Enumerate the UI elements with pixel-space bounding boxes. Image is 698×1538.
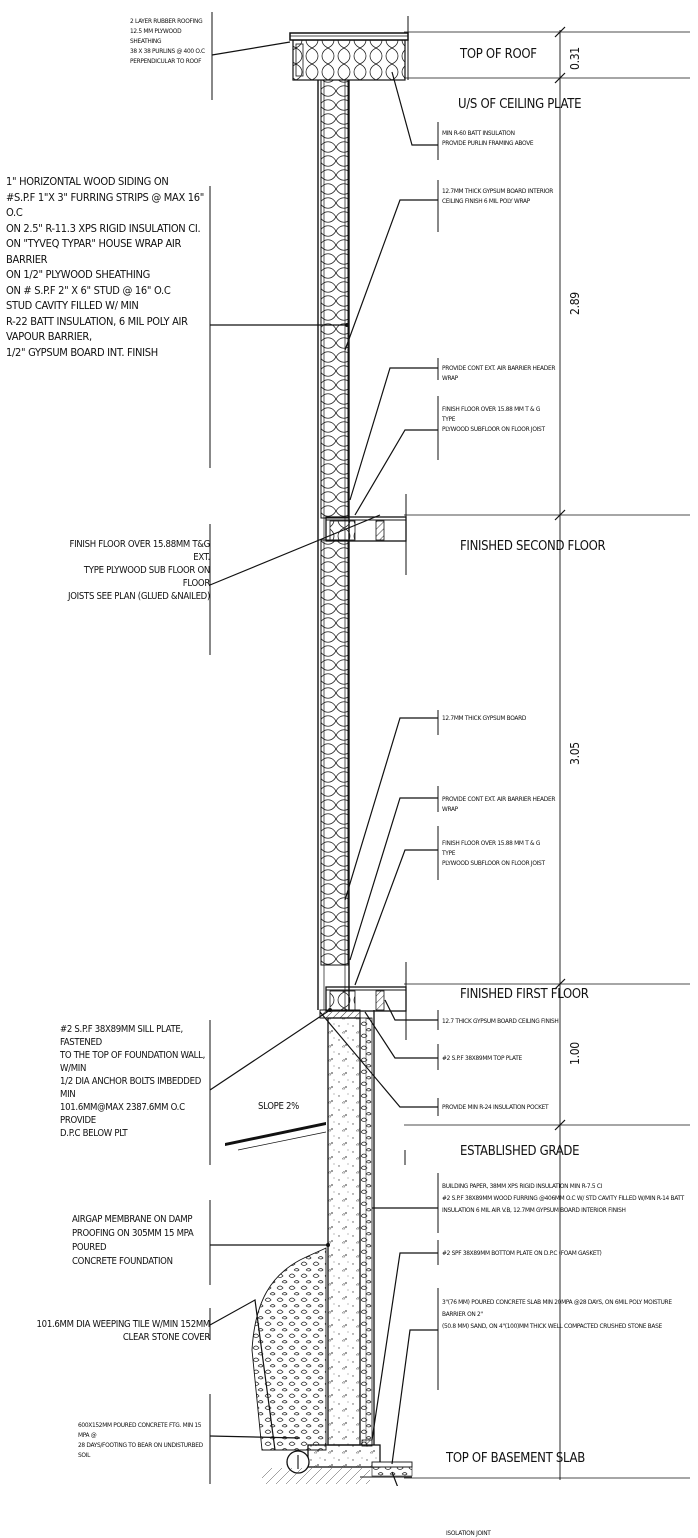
isolation-joint-note: ISOLATION JOINT [446, 1529, 491, 1537]
level-first-floor: FINISHED FIRST FLOOR [460, 987, 589, 1002]
insulation-pocket-note: PROVIDE MIN R-24 INSULATION POCKET [442, 1103, 549, 1111]
wall-assembly-note: 1" HORIZONTAL WOOD SIDING ON #S.P.F 1"X … [6, 175, 205, 359]
dimension-line [404, 26, 690, 1480]
grade-and-drainage [225, 1122, 406, 1484]
roof-note: 2 LAYER RUBBER ROOFING 12.5 MM PLYWOOD S… [130, 17, 205, 65]
ceiling-gypsum-note: 12.7mm THICK GYPSUM BOARD INTERIOR CEILI… [442, 187, 554, 205]
leader-lines [209, 41, 438, 1486]
wall-section-drawing [209, 12, 690, 1486]
top-plate-note: #2 S.P.F 38x89mm TOP PLATE [442, 1054, 522, 1062]
ceiling-insulation-note: MIN R-60 BATT INSULATION PROVIDE PURLIN … [442, 129, 534, 147]
airgap-note: AIRGAP MEMBRANE ON DAMP PROOFING ON 305m… [72, 1214, 194, 1267]
dimension-second-storey: 2.89 [568, 292, 582, 315]
bottom-plate-note: #2 SPF 38x89mm BOTTOM PLATE ON D.P.C (FO… [442, 1249, 602, 1257]
subfloor-note-upper: FINISH FLOOR OVER 15.88 MM T & G TYPE PL… [442, 405, 545, 433]
slope-label: SLOPE 2% [258, 1101, 299, 1112]
gypsum-board-note: 12.7mm THICK GYPSUM BOARD [442, 714, 527, 722]
slab-note: 3"(76 mm) POURED CONCRETE SLAB MIN 20MPA… [442, 1298, 672, 1330]
level-ceiling-plate: U/S OF CEILING PLATE [458, 97, 582, 112]
level-top-of-roof: TOP OF ROOF [460, 47, 537, 62]
note-boxes [209, 12, 439, 1484]
dimension-foundation: 1.00 [568, 1042, 582, 1065]
level-basement-slab: TOP OF BASEMENT SLAB [446, 1451, 585, 1466]
sill-plate-note: #2 S.P.F 38x89mm SILL PLATE, FASTENED TO… [60, 1024, 205, 1139]
ceiling-finish-note: 12.7 THICK GYPSUM BOARD CEILING FINISH [442, 1017, 559, 1025]
subfloor-note-lower: FINISH FLOOR OVER 15.88 MM T & G TYPE PL… [442, 839, 545, 867]
weeping-tile-note: 101.6mm DIA WEEPING TILE W/MIN 152mm CLE… [36, 1319, 211, 1343]
header-wrap-note-lower: PROVIDE CONT EXT. AIR BARRIER HEADER WRA… [442, 795, 556, 813]
dimension-first-storey: 3.05 [568, 742, 582, 765]
leader-arrowheads [326, 323, 349, 1247]
second-floor-note: FINISH FLOOR OVER 15.88mm T&G EXT. TYPE … [68, 539, 210, 602]
upper-wall [317, 79, 350, 1010]
level-established-grade: ESTABLISHED GRADE [460, 1144, 580, 1159]
foundation-assembly [307, 1009, 413, 1478]
dimension-roof: 0.31 [568, 47, 582, 70]
header-wrap-note-upper: PROVIDE CONT EXT. AIR BARRIER HEADER WRA… [442, 364, 556, 382]
basement-wall-note: BUILDING PAPER, 38mm XPS RIGID INSULATIO… [442, 1182, 684, 1214]
level-second-floor: FINISHED SECOND FLOOR [460, 539, 606, 554]
roof-assembly [289, 16, 409, 81]
footing-note: 600X152mm POURED CONCRETE FTG. MIN 15 MP… [78, 1421, 203, 1459]
